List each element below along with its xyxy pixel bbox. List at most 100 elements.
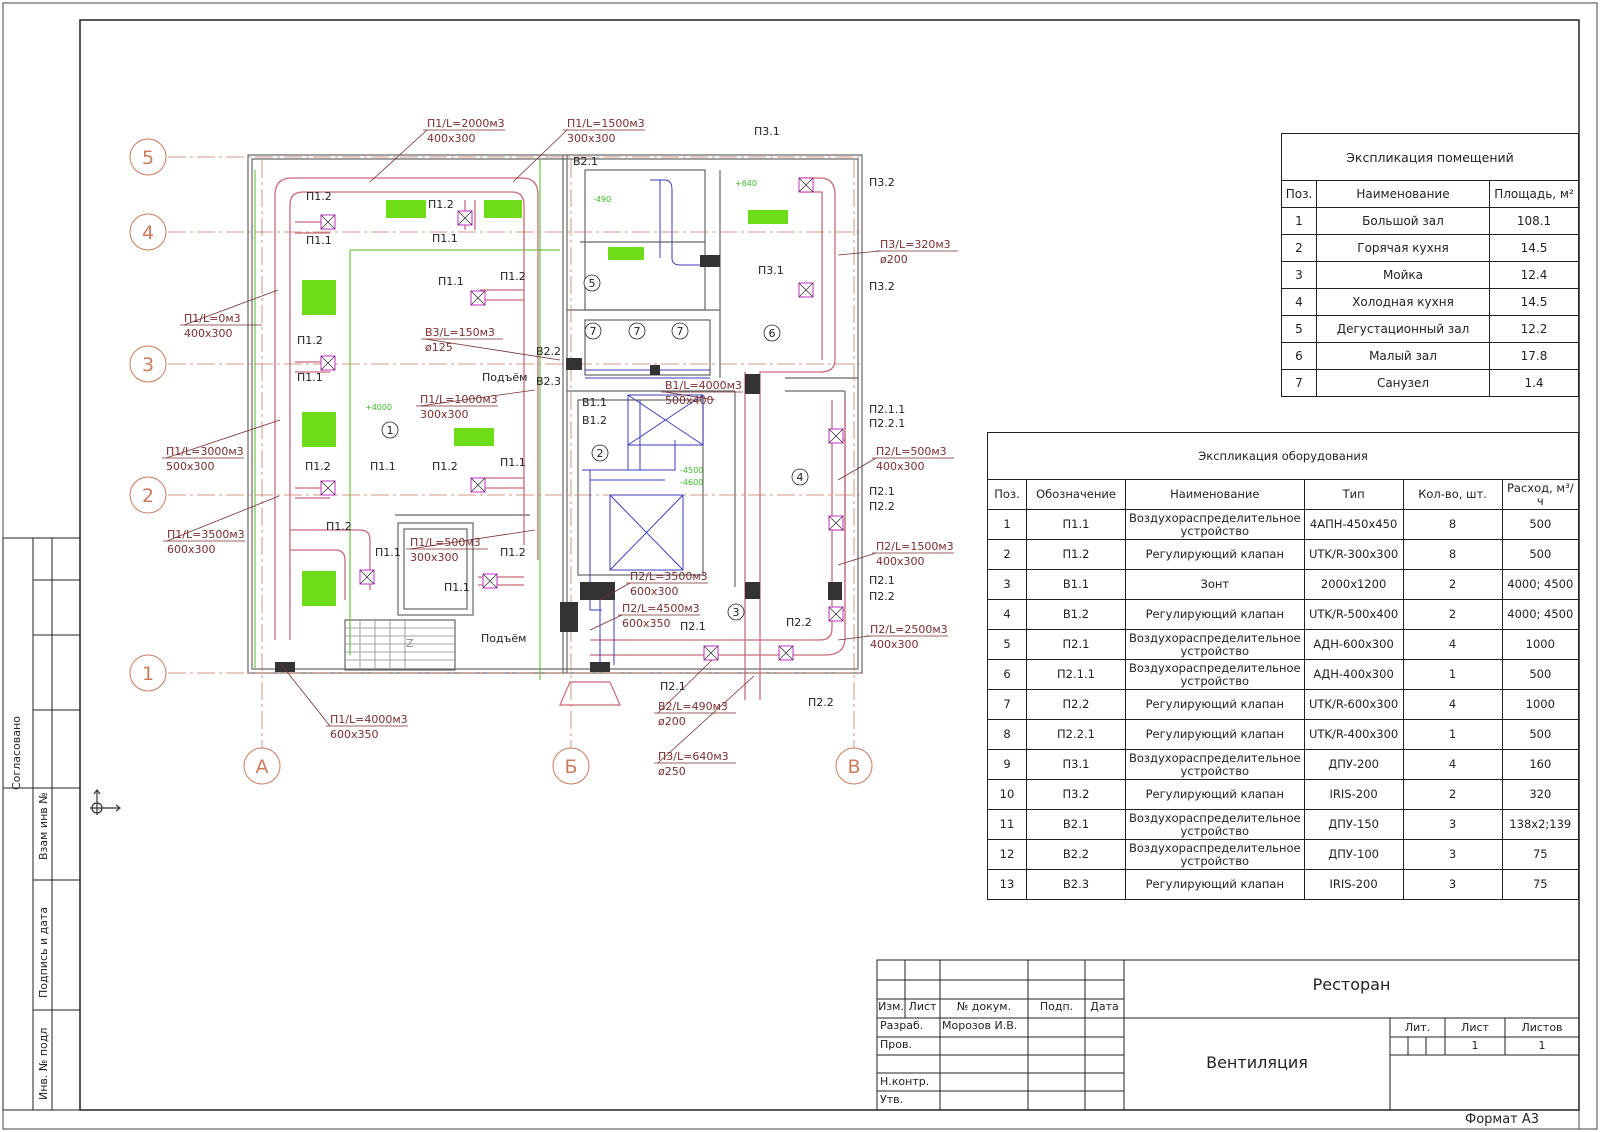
equipment-tag: П1.2 [500,270,526,283]
duct-label: П2/L=3500м3 [630,570,708,583]
tb-sheet-num: 1 [1471,1039,1479,1052]
equipment-tag: П1.2 [306,190,332,203]
green-units [302,200,788,606]
leader-line [419,389,536,407]
table-cell: 2 [1402,569,1503,600]
table-cell: 6 [987,659,1027,690]
tb-col-list: Лист [908,1000,937,1013]
table-cell: 2 [987,539,1027,570]
duct-size: 500x400 [665,394,714,407]
plan-labels: П1/L=2000м3400x300П1/L=1500м3300x300П1/L… [166,117,954,778]
elevation-mark: -4500 [680,466,703,475]
leader-line [165,419,281,459]
room-number: 2 [597,447,604,460]
duct-label: П2/L=1500м3 [876,540,954,553]
equipment-tag: П3.2 [869,176,895,189]
table-cell: Воздухораспределительное устройство [1125,629,1305,660]
axis-number: 1 [142,663,154,685]
table-cell: 7 [987,689,1027,720]
duct-hatching [275,255,842,672]
table-cell: 6 [1281,342,1317,370]
leader-line [589,614,623,631]
rooms-header-pos: Поз. [1281,180,1317,208]
hatch-block [580,582,615,600]
table-cell: АДН-400х300 [1303,659,1404,690]
table-cell: Зонт [1125,569,1305,600]
hatch-block [828,582,842,600]
table-cell: 1 [1281,207,1317,235]
table-cell: П3.1 [1026,749,1126,780]
table-cell: В1.1 [1026,569,1126,600]
duct-size: 600x350 [330,728,379,741]
equipment-tag: П2.2 [786,616,812,629]
table-cell: 2 [1402,779,1503,810]
tb-stage-sheet: Лист [1461,1021,1489,1034]
table-cell: В2.1 [1026,809,1126,840]
leader-line [837,552,877,566]
table-cell: ДПУ-200 [1303,749,1404,780]
tb-sheet-total: 1 [1538,1039,1546,1052]
room-number: 6 [769,327,776,340]
room-number: 7 [677,325,684,338]
room-number: 5 [589,277,596,290]
duct-size: 400x300 [876,460,925,473]
duct-label: В3/L=150м3 [425,326,495,339]
diffuser-box [828,515,844,531]
table-cell: 10 [987,779,1027,810]
table-cell: 3 [1281,261,1317,289]
table-cell: Регулирующий клапан [1125,869,1305,900]
axis-number: 2 [142,485,154,507]
room-marker [628,322,646,340]
hatch-block [700,255,720,267]
axis-letter: А [256,756,269,778]
duct-size: ø200 [658,715,686,728]
hatch-block [650,365,660,375]
table-cell: UTK/R-500x400 [1303,599,1404,630]
table-cell: 2000х1200 [1303,569,1404,600]
room-marker [381,421,399,439]
green-unit [302,280,336,315]
room-marker [591,444,609,462]
equipment-tag: П1.1 [500,456,526,469]
axis-number: 5 [142,147,154,169]
elevation-mark: -490 [593,195,611,204]
duct-size: 600x350 [622,617,671,630]
table-cell: 2 [1402,599,1503,630]
table-cell: 2 [1281,234,1317,262]
rise-label: Подъём [481,632,526,645]
equipment-tag: В1.2 [582,414,607,427]
table-cell: Регулирующий клапан [1125,689,1305,720]
duct-label: П1/L=500м3 [410,536,481,549]
section-mark: Z [406,637,414,650]
table-cell: 3 [1402,869,1503,900]
elevation-mark: -4600 [680,478,703,487]
table-cell: 14.5 [1489,288,1579,316]
duct-label: П1/L=3500м3 [167,528,245,541]
table-cell: П1.2 [1026,539,1126,570]
table-cell: Воздухораспределительное устройство [1125,749,1305,780]
room-number: 3 [733,606,740,619]
diffuser-box [359,569,375,585]
duct-label: П1/L=0м3 [184,312,241,325]
table-cell: Воздухораспределительное устройство [1125,809,1305,840]
diffuser-box [457,210,473,226]
room-marker [583,274,601,292]
duct-label: П3/L=640м3 [658,750,729,763]
duct-label: П1/L=1500м3 [567,117,645,130]
duct-size: 400x300 [184,327,233,340]
table-cell: 5 [1281,315,1317,343]
table-cell: 3 [1402,809,1503,840]
room-marker [763,324,781,342]
table-cell: 500 [1501,509,1580,540]
equipment-tag: П1.2 [297,334,323,347]
duct-label: П1/L=2000м3 [427,117,505,130]
